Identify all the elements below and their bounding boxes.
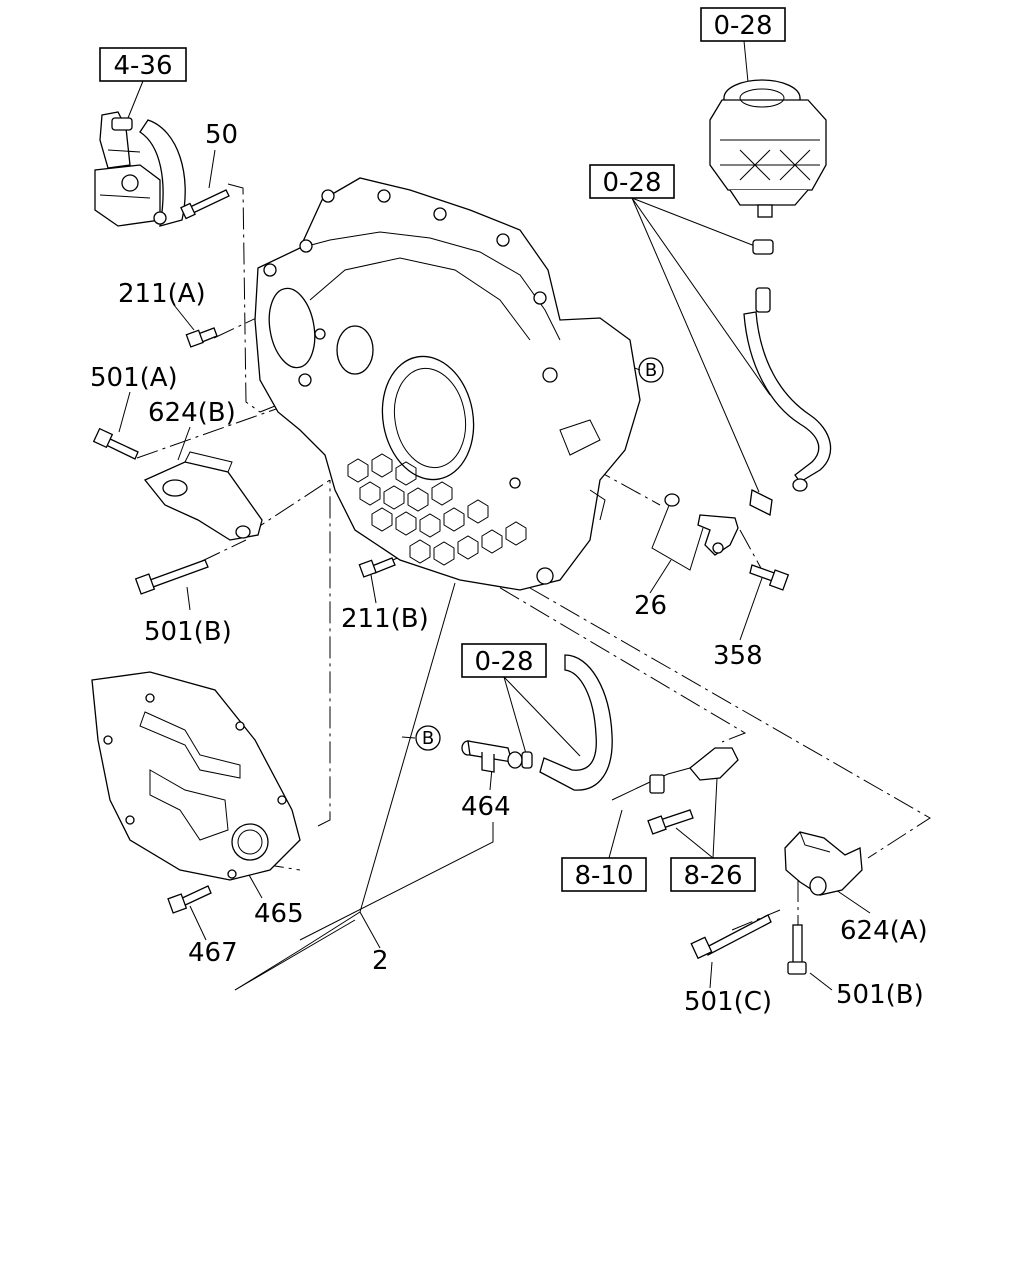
label-50[interactable]: 50: [205, 120, 238, 150]
label-501b-left[interactable]: 501(B): [144, 617, 232, 647]
breather-assembly-0-28: [709, 79, 827, 218]
bolt-501a: [92, 427, 139, 460]
ref-box-0-28-low[interactable]: 0-28: [461, 643, 547, 678]
bolt-358: [749, 564, 790, 591]
cover-plate-465: [91, 671, 301, 881]
label-358[interactable]: 358: [713, 641, 763, 671]
bolt-50: [180, 189, 230, 220]
label-2[interactable]: 2: [372, 946, 389, 976]
svg-text:4-36: 4-36: [113, 51, 172, 81]
hose-0-28-lower: [539, 654, 613, 791]
bolt-467: [167, 885, 212, 914]
ref-box-4-36[interactable]: 4-36: [99, 47, 187, 82]
marker-b-lower: B: [415, 725, 441, 751]
bolt-501c: [690, 914, 772, 960]
label-501c[interactable]: 501(C): [684, 987, 772, 1017]
sensor-26: [664, 493, 739, 556]
bracket-624b: [143, 451, 263, 541]
pump-assembly-4-36: [94, 111, 186, 227]
bolt-501b-right: [787, 924, 807, 975]
svg-text:0-28: 0-28: [474, 647, 533, 677]
svg-text:8-10: 8-10: [574, 861, 633, 891]
ref-box-0-28-top[interactable]: 0-28: [700, 7, 786, 42]
sensor-8-26: [611, 747, 739, 835]
bracket-624a: [784, 831, 863, 896]
label-501a[interactable]: 501(A): [90, 363, 178, 393]
label-624b[interactable]: 624(B): [148, 398, 236, 428]
label-464[interactable]: 464: [461, 792, 511, 822]
svg-text:0-28: 0-28: [713, 11, 772, 41]
svg-text:B: B: [422, 728, 434, 749]
label-467[interactable]: 467: [188, 938, 238, 968]
svg-text:0-28: 0-28: [602, 168, 661, 198]
pipe-464: [461, 740, 533, 773]
bolt-501b-left: [134, 559, 209, 595]
bolt-211b: [358, 557, 396, 578]
label-211a[interactable]: 211(A): [118, 279, 206, 309]
flywheel-housing-2: [254, 177, 641, 591]
ref-box-0-28-mid[interactable]: 0-28: [589, 164, 675, 199]
label-211b[interactable]: 211(B): [341, 604, 429, 634]
label-501b-right[interactable]: 501(B): [836, 980, 924, 1010]
ref-box-8-10[interactable]: 8-10: [561, 857, 647, 892]
svg-text:B: B: [645, 360, 657, 381]
label-465[interactable]: 465: [254, 899, 304, 929]
marker-b-upper: B: [638, 357, 664, 383]
svg-text:8-26: 8-26: [683, 861, 742, 891]
ref-box-8-26[interactable]: 8-26: [670, 857, 756, 892]
label-26[interactable]: 26: [634, 591, 667, 621]
bolt-211a: [185, 327, 218, 348]
label-624a[interactable]: 624(A): [840, 916, 928, 946]
breather-hose: [743, 239, 832, 516]
